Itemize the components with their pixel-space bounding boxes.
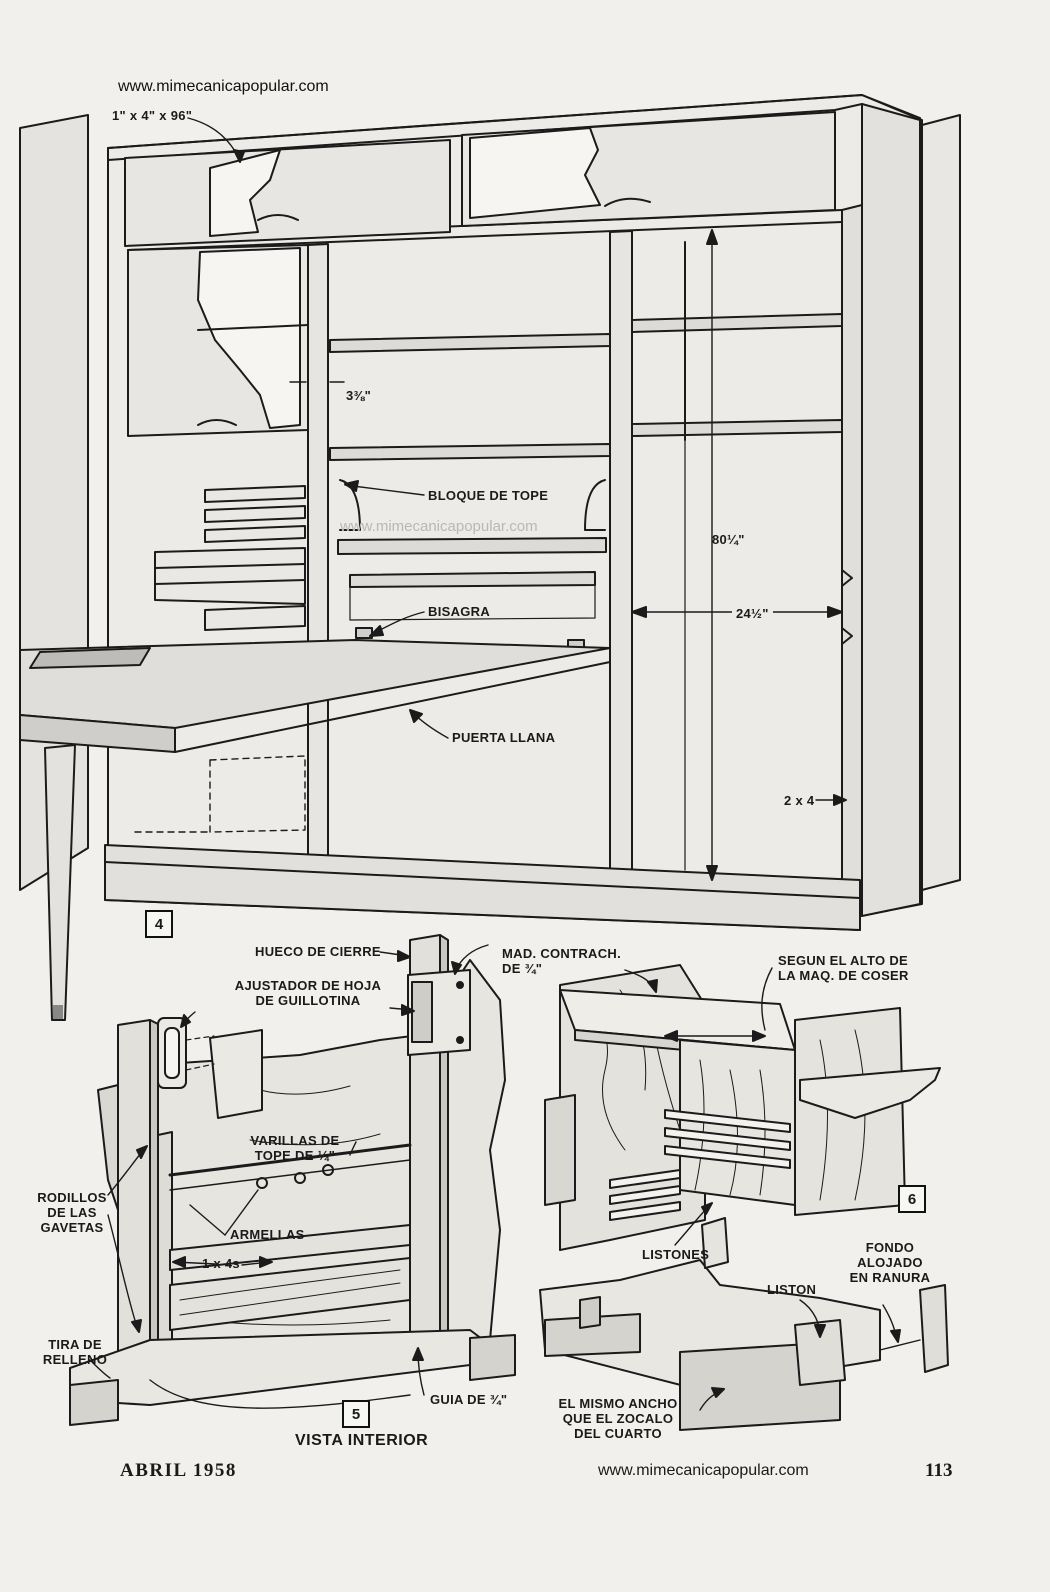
label-lock-recess: HUECO DE CIERRE <box>255 944 381 959</box>
table-leg <box>44 744 76 1021</box>
label-drawer-rollers-line3: GAVETAS <box>40 1220 104 1235</box>
label-back-groove-line1: FONDO <box>865 1240 915 1255</box>
label-sewing-height-line1: SEGUN EL ALTO DE <box>778 953 909 968</box>
label-plywood-line2: DE ¾" <box>502 961 543 976</box>
label-same-width-line3: DEL CUARTO <box>574 1426 662 1441</box>
label-filler-strip-line2: RELLENO <box>42 1352 108 1367</box>
label-plywood: MAD. CONTRACH. DE ¾" <box>502 946 621 976</box>
label-hinge: BISAGRA <box>428 604 491 619</box>
label-back-groove-line2: ALOJADO <box>857 1255 923 1270</box>
label-same-width-line1: EL MISMO ANCHO <box>558 1396 678 1411</box>
page-number: 113 <box>925 1460 953 1481</box>
label-sewing-height-line2: LA MAQ. DE COSER <box>778 968 909 983</box>
label-sash-adjuster-line2: DE GUILLOTINA <box>255 993 361 1008</box>
label-back-groove: FONDO ALOJADO EN RANURA <box>840 1240 940 1285</box>
label-stud: 2 x 4 <box>784 793 815 808</box>
figure-6-number: 6 <box>898 1185 926 1213</box>
right-side-panel <box>861 103 921 917</box>
header-url: www.mimecanicapopular.com <box>118 78 329 95</box>
figure-5-interior <box>69 934 516 1426</box>
label-sash-adjuster-line1: AJUSTADOR DE HOJA <box>234 978 382 993</box>
label-gap: 3⅜" <box>346 388 372 403</box>
label-width: 24½" <box>732 606 773 621</box>
label-strip: LISTON <box>767 1282 817 1297</box>
label-sash-adjuster: AJUSTADOR DE HOJA DE GUILLOTINA <box>218 978 398 1008</box>
label-stop-rods: VARILLAS DE TOPE DE ¼" <box>240 1133 350 1163</box>
label-filler-strip: TIRA DE RELLENO <box>35 1337 115 1367</box>
label-eyelets: ARMELLAS <box>230 1227 305 1242</box>
right-door <box>921 114 961 891</box>
label-filler-strip-line1: TIRA DE <box>48 1337 102 1352</box>
drop-table <box>19 639 611 729</box>
footer-issue: ABRIL 1958 <box>120 1460 237 1481</box>
label-same-width: EL MISMO ANCHO QUE EL ZOCALO DEL CUARTO <box>538 1396 698 1441</box>
label-boards: 1 x 4s <box>202 1256 240 1271</box>
label-strips: LISTONES <box>642 1247 710 1262</box>
label-flat-door: PUERTA LLANA <box>452 730 556 745</box>
label-lumber: 1" x 4" x 96" <box>112 108 193 123</box>
upper-left-door <box>124 139 451 247</box>
label-stop-block: BLOQUE DE TOPE <box>428 488 549 503</box>
label-plywood-line1: MAD. CONTRACH. <box>502 946 622 961</box>
label-height: 80¼" <box>712 532 745 547</box>
label-drawer-rollers-line2: DE LAS <box>47 1205 97 1220</box>
label-stop-rods-line1: VARILLAS DE <box>250 1133 340 1148</box>
label-drawer-rollers-line1: RODILLOS <box>37 1190 107 1205</box>
label-drawer-rollers: RODILLOS DE LAS GAVETAS <box>32 1190 112 1235</box>
label-guide: GUIA DE ¾" <box>430 1392 508 1407</box>
watermark: www.mimecanicapopular.com <box>340 518 538 535</box>
figure-5-caption: VISTA INTERIOR <box>295 1432 429 1449</box>
figure-4-number: 4 <box>145 910 173 938</box>
footer-url: www.mimecanicapopular.com <box>598 1462 809 1479</box>
label-same-width-line2: QUE EL ZOCALO <box>562 1411 674 1426</box>
label-back-groove-line3: EN RANURA <box>849 1270 931 1285</box>
drawer-stack <box>154 547 306 605</box>
figure-4-cabinet <box>19 94 961 1021</box>
figure-6-compartment <box>539 964 949 1431</box>
figure-5-number: 5 <box>342 1400 370 1428</box>
label-stop-rods-line2: TOPE DE ¼" <box>254 1148 336 1163</box>
label-sewing-height: SEGUN EL ALTO DE LA MAQ. DE COSER <box>778 953 909 983</box>
